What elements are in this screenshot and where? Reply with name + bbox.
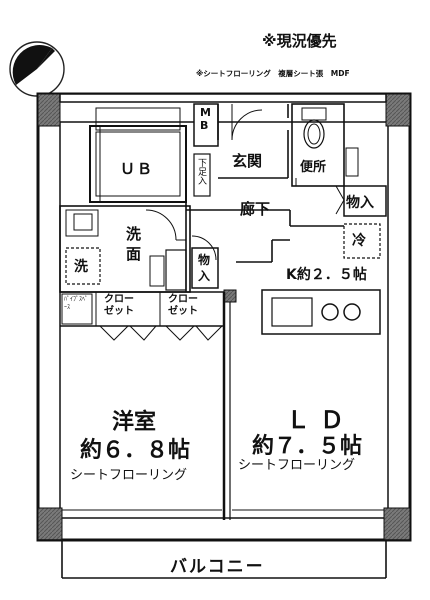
kitchen-counter [261,289,381,335]
toilet-sink [345,147,359,177]
column-tl [37,93,61,127]
label-shoe-cabinet: 下足入 [196,158,206,185]
label-closet-2: クロー ゼット [168,294,198,317]
column-br [383,507,411,541]
label-ub: ＵＢ [120,160,155,178]
label-western-room-size: 約６．８帖 [80,438,191,463]
label-fridge: 冷 [352,233,366,249]
label-kitchen: K約２．５帖 [286,267,367,283]
ub-room [89,125,187,203]
label-washroom: 洗 面 [126,225,142,263]
label-washing-machine: 洗 [74,259,88,275]
label-ld-name: ＬＤ [286,406,354,434]
label-storage-top: 物入 [346,195,374,211]
balcony [38,539,410,579]
storage-top [343,185,387,217]
washroom [59,205,191,293]
note-current-priority: ※現況優先 [262,32,337,50]
shoe-cabinet [193,153,211,197]
column-tr [385,93,411,127]
entrance-walls [217,104,289,179]
label-entrance: 玄関 [232,152,263,170]
label-storage-mid: 物 入 [198,253,211,283]
corridor-walls [185,202,344,263]
label-ld-size: 約７．５帖 [252,434,363,459]
label-closet-1: クロー ゼット [104,294,134,317]
note-flooring: ※シートフローリング 複層シート張 MDF [196,69,350,78]
label-western-room-floor: シートフローリング [70,468,188,483]
label-ld-floor: シートフローリング [238,458,356,473]
closet-row [60,291,224,341]
label-pipe-space: ﾊﾟｲﾌﾟｽﾍﾟｰｽ [64,296,89,311]
label-balcony: バルコニー [170,557,265,577]
mb-box [193,103,219,147]
storage-mid [191,247,219,289]
fridge-space [343,223,381,259]
label-western-room-name: 洋室 [112,410,157,435]
label-toilet: 便所 [300,160,327,175]
label-corridor: 廊下 [240,200,271,218]
label-mb: M B [200,106,211,132]
toilet-room [291,103,345,187]
column-bl [37,507,63,541]
column-mid [223,289,237,303]
